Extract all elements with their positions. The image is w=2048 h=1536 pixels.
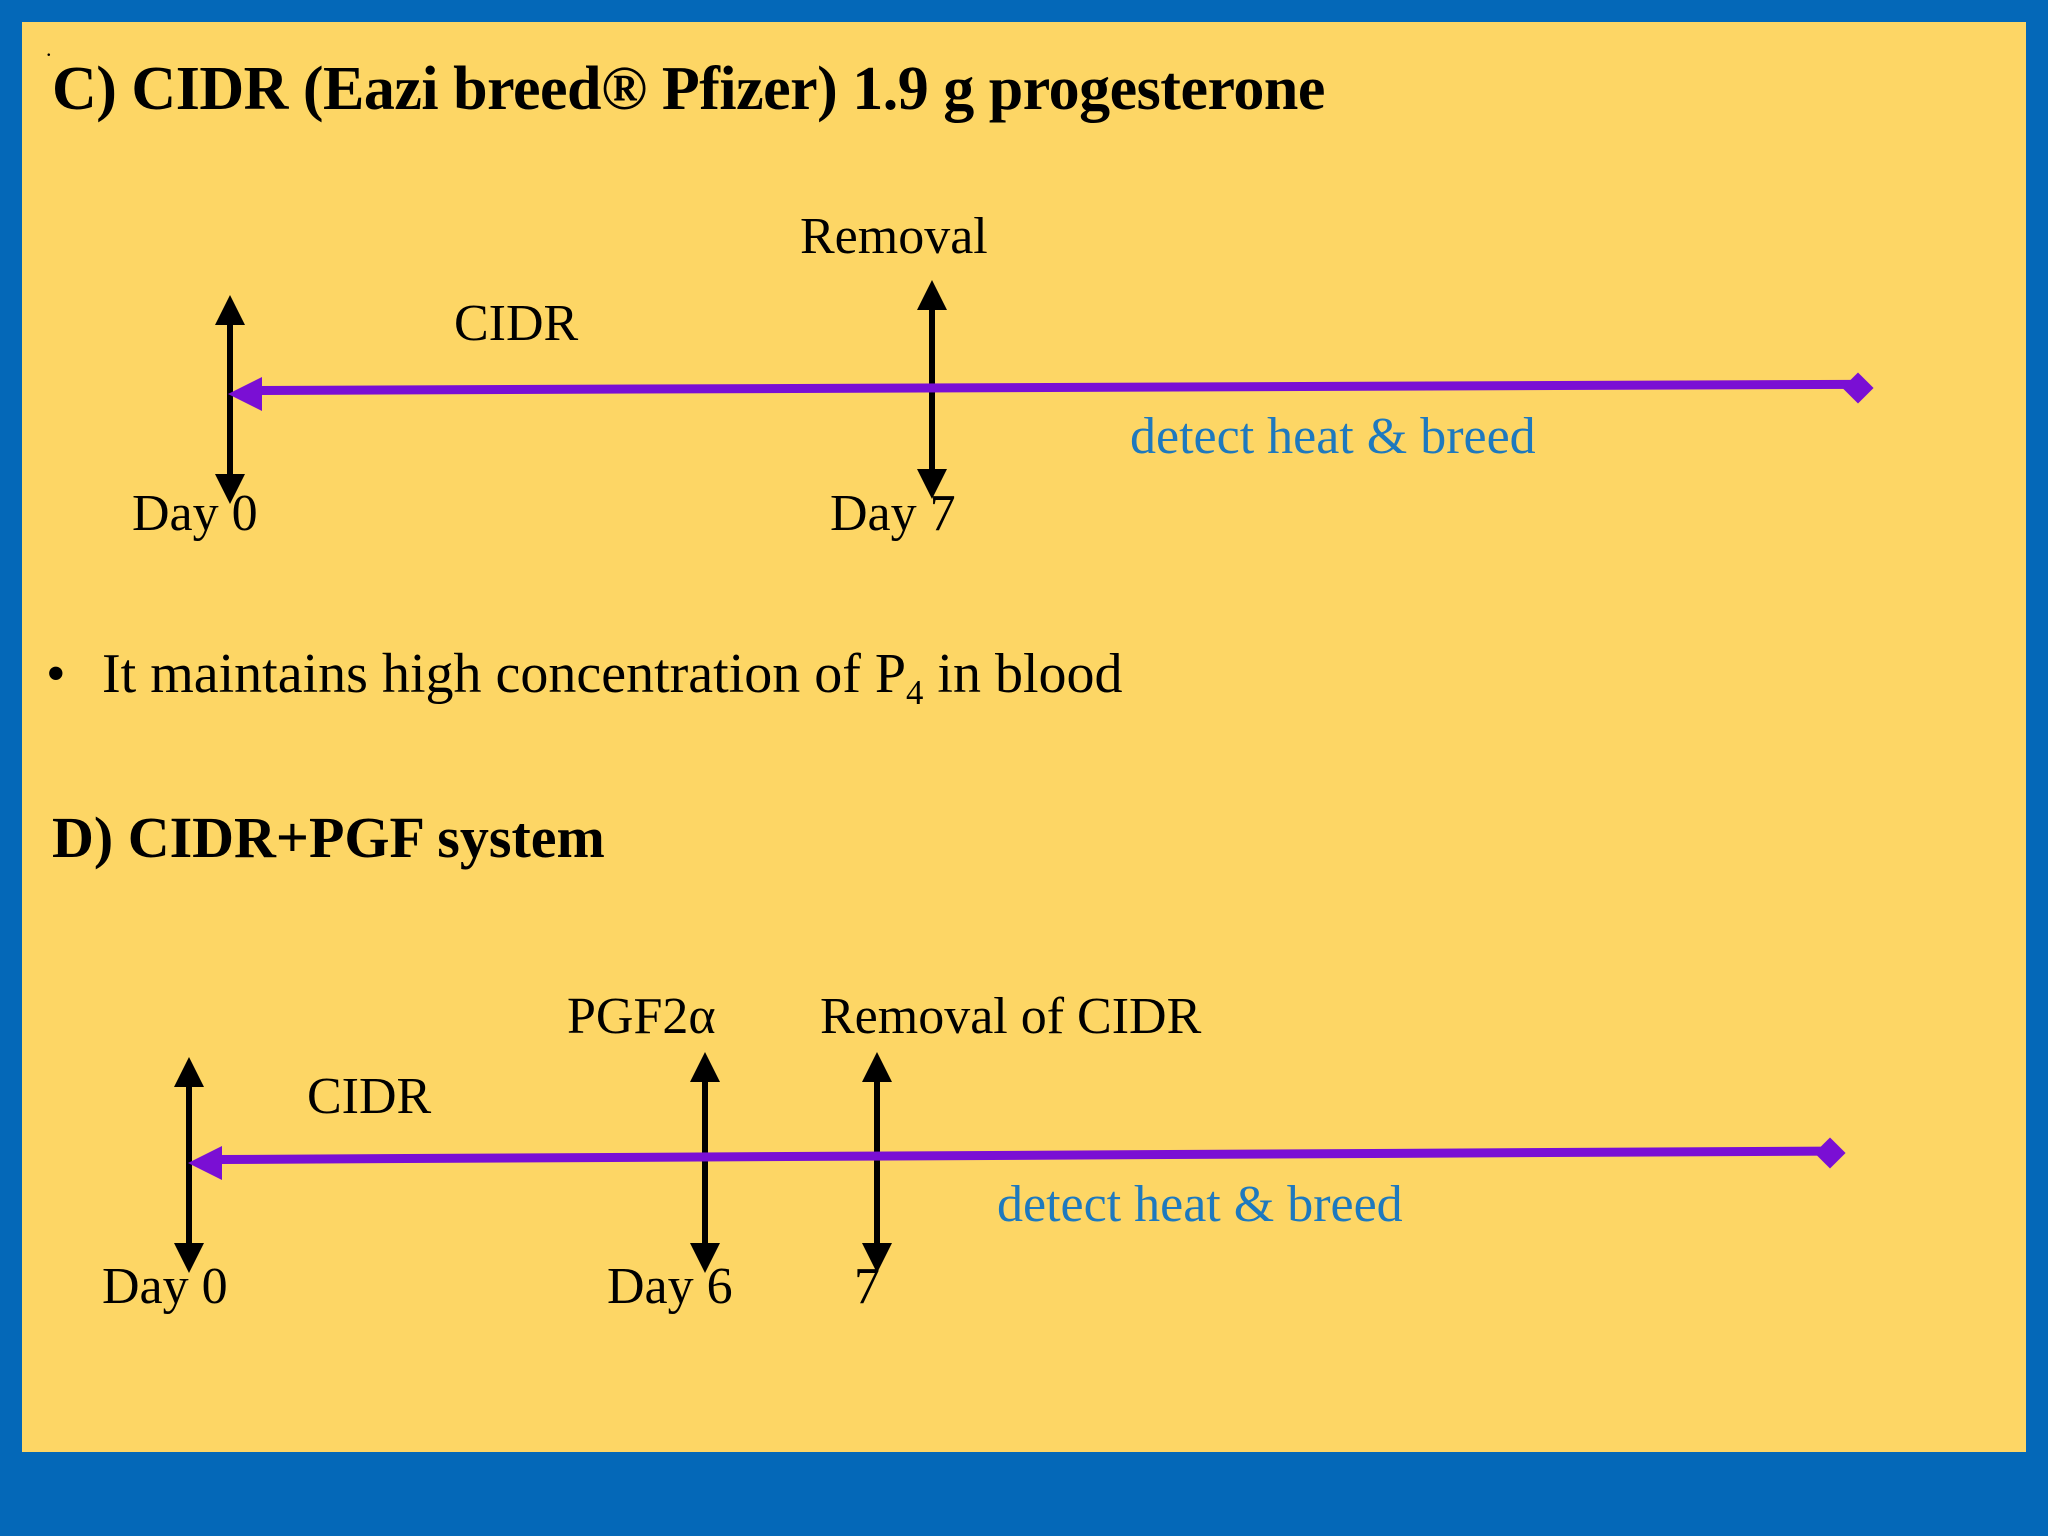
diagram-c-detect-label: detect heat & breed	[1130, 408, 1536, 465]
diagram-c-cidr-label: CIDR	[454, 295, 579, 352]
bullet-text-before: It maintains high concentration of P	[102, 643, 907, 705]
diagram-c-removal-label: Removal	[800, 208, 988, 265]
diagram-cidr-pgf-timeline: PGF2α Removal of CIDR CIDR	[22, 902, 2026, 1322]
bullet-subscript: 4	[906, 673, 924, 713]
diagram-d-day-start-label: Day 0	[102, 1258, 228, 1315]
diagram-d-removal-label: Removal of CIDR	[820, 988, 1202, 1045]
diagram-cidr-timeline: Removal CIDR detect heat	[22, 22, 2026, 542]
stray-punctuation-mark: .	[46, 36, 52, 61]
bullet-marker: •	[46, 643, 66, 705]
slide-title: C) CIDR (Eazi breed® Pfizer) 1.9 g proge…	[52, 55, 1325, 123]
bullet-text-after: in blood	[923, 643, 1123, 705]
diagram-d-detect-label: detect heat & breed	[997, 1176, 1403, 1233]
diagram-d-day-mid-label: Day 6	[607, 1258, 733, 1315]
diagram-c-day-start-label: Day 0	[132, 485, 258, 542]
diagram-c-day-end-label: Day 7	[830, 485, 956, 542]
section-heading-d: D) CIDR+PGF system	[52, 805, 605, 870]
bullet-item: • It maintains high concentration of P4 i…	[46, 642, 1123, 713]
slide-content-panel: . C) CIDR (Eazi breed® Pfizer) 1.9 g pro…	[22, 22, 2026, 1452]
diagram-d-pgf-label: PGF2α	[567, 988, 716, 1045]
diagram-d-cidr-label: CIDR	[307, 1068, 432, 1125]
diagram-d-day-end-label: 7	[854, 1258, 880, 1315]
